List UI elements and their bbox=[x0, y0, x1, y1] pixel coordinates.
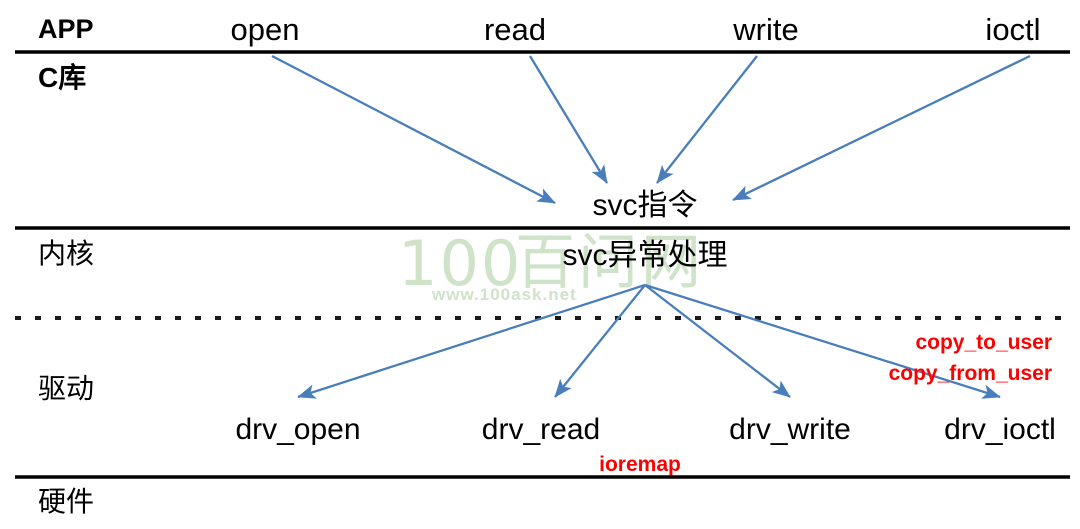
arrow-open-to-svc bbox=[271, 54, 556, 205]
arrow-svc-to-drv-write bbox=[644, 284, 791, 398]
node-label-svc-handler: svc异常处理 bbox=[562, 239, 728, 272]
arrow-ioctl-to-svc bbox=[732, 54, 1031, 202]
layer-label-clib: C库 bbox=[38, 62, 87, 93]
layer-label-driver: 驱动 bbox=[38, 372, 95, 405]
drv-label-ioctl: drv_ioctl bbox=[944, 413, 1056, 446]
note-copy-to-user: copy_to_user bbox=[915, 331, 1052, 354]
api-label-open: open bbox=[230, 12, 300, 47]
watermark-url: www.100ask.net bbox=[431, 285, 577, 304]
layer-label-app: APP bbox=[38, 14, 94, 44]
drv-label-write: drv_write bbox=[729, 413, 851, 446]
node-label-svc-instruction: svc指令 bbox=[592, 189, 698, 222]
drv-label-read: drv_read bbox=[481, 413, 601, 446]
note-copy-from-user: copy_from_user bbox=[888, 362, 1052, 385]
api-label-ioctl: ioctl bbox=[985, 12, 1041, 47]
arrow-svc-to-drv-read bbox=[554, 284, 646, 398]
arrow-write-to-svc bbox=[656, 55, 758, 184]
watermark-logo: 100 bbox=[398, 227, 522, 300]
api-label-write: write bbox=[733, 12, 799, 47]
layer-label-hardware: 硬件 bbox=[38, 485, 95, 518]
api-label-read: read bbox=[483, 12, 547, 47]
arrow-svc-to-drv-open bbox=[297, 283, 646, 399]
layer-label-kernel: 内核 bbox=[38, 237, 95, 270]
arrow-read-to-svc bbox=[529, 55, 608, 184]
drv-label-open: drv_open bbox=[235, 413, 361, 446]
note-ioremap: ioremap bbox=[599, 453, 681, 476]
